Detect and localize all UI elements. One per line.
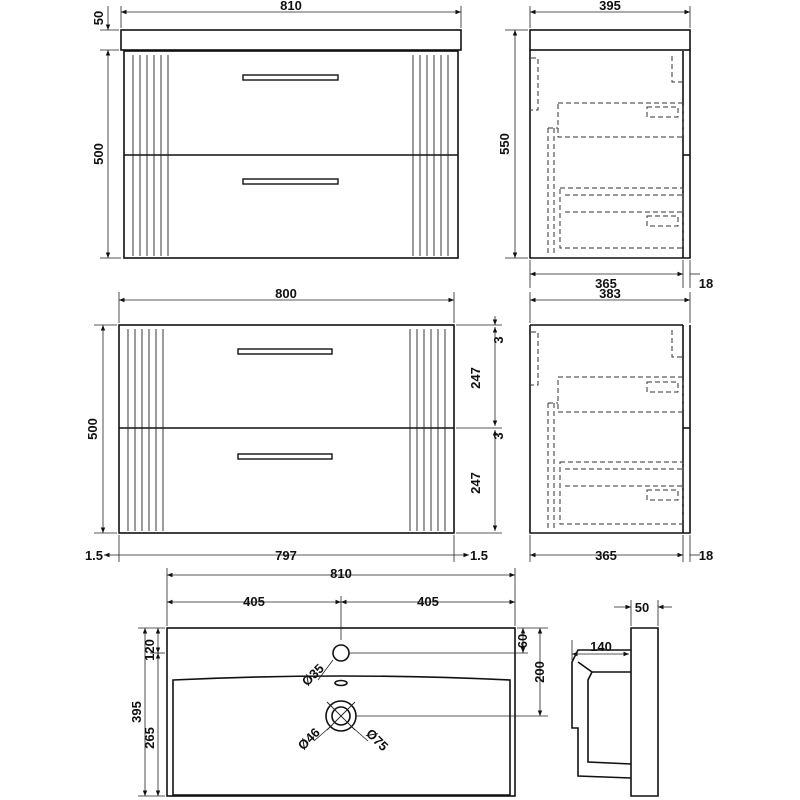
- dim-inner-width: 797: [275, 548, 297, 563]
- basin-plan-view: 810 405 405 395 120 265 60 200 Ø35 Ø46 Ø…: [129, 566, 548, 797]
- dim-gap-middle: 3: [491, 432, 506, 439]
- mid-cabinet-body: [118, 324, 455, 534]
- dim-side-height: 550: [497, 133, 512, 155]
- fluted-panel-right: [412, 55, 449, 256]
- dim-mid-side-door-thickness: 18: [699, 548, 713, 563]
- basin-bowl: [172, 675, 511, 796]
- dim-waste-dia-inner: Ø46: [295, 725, 323, 753]
- dim-mid-side-cabinet-depth: 365: [595, 548, 617, 563]
- section-rim: [630, 627, 659, 797]
- dim-tap-to-back: 120: [142, 639, 157, 661]
- dim-basin-half-right: 405: [417, 594, 439, 609]
- section-bowl-inner: [587, 671, 632, 765]
- dim-basin-half-left: 405: [243, 594, 265, 609]
- basin-top-slab: [120, 29, 462, 51]
- mid-side-hidden-lines: [531, 330, 684, 531]
- dim-mid-side-depth: 383: [599, 286, 621, 301]
- dim-cabinet-height: 500: [91, 143, 106, 165]
- dim-top-width: 810: [280, 0, 302, 13]
- basin-section-view: 50 140: [571, 600, 672, 797]
- mid-handle-upper: [237, 348, 333, 355]
- dim-drawer-upper: 247: [468, 367, 483, 389]
- middle-side-view: 383 365 18: [529, 286, 713, 563]
- section-bowl-outer: [571, 649, 632, 779]
- dim-side-depth: 395: [599, 0, 621, 13]
- dim-side-door-thickness: 18: [699, 276, 713, 291]
- tap-hole: [332, 644, 350, 662]
- mid-side-outline: [529, 325, 691, 534]
- mid-fluted-panel-right: [409, 329, 446, 531]
- top-front-view: 810 50 500: [91, 0, 462, 259]
- dim-basin-width: 810: [330, 566, 352, 581]
- dim-waste-offset: 200: [532, 661, 547, 683]
- dim-waste-dia-outer: Ø75: [363, 726, 391, 754]
- side-cabinet-outline: [529, 50, 691, 259]
- drawer-handle-lower: [242, 178, 339, 185]
- drawer-handle-upper: [242, 74, 339, 81]
- middle-front-view: 800 500 3 247 3 247 1.5 797 1.5: [85, 286, 506, 563]
- dim-mid-width: 800: [275, 286, 297, 301]
- dim-section-rim: 50: [635, 600, 649, 615]
- mid-fluted-panel-left: [127, 329, 164, 531]
- dim-drawer-lower: 247: [468, 472, 483, 494]
- overflow-slot: [334, 679, 348, 687]
- waste-inner: [331, 706, 351, 726]
- dim-tap-hole-dia: Ø35: [299, 661, 327, 689]
- side-basin-top: [529, 29, 691, 51]
- top-side-view: 395 550 365 18: [497, 0, 713, 291]
- fluted-panel-left: [132, 55, 169, 256]
- dim-section-bowl-depth: 140: [590, 639, 612, 654]
- mid-handle-lower: [237, 453, 333, 460]
- dim-side-right: 1.5: [470, 548, 488, 563]
- dim-gap-top: 3: [491, 336, 506, 343]
- dim-mid-height: 500: [85, 418, 100, 440]
- dim-side-left: 1.5: [85, 548, 103, 563]
- dim-tap-hole-offset: 60: [515, 634, 530, 648]
- dim-top-thickness: 50: [91, 11, 106, 25]
- side-hidden-lines: [531, 56, 684, 256]
- dim-basin-depth: 395: [129, 701, 144, 723]
- dim-side-cabinet-depth: 365: [595, 276, 617, 291]
- dim-bowl-depth: 265: [142, 727, 157, 749]
